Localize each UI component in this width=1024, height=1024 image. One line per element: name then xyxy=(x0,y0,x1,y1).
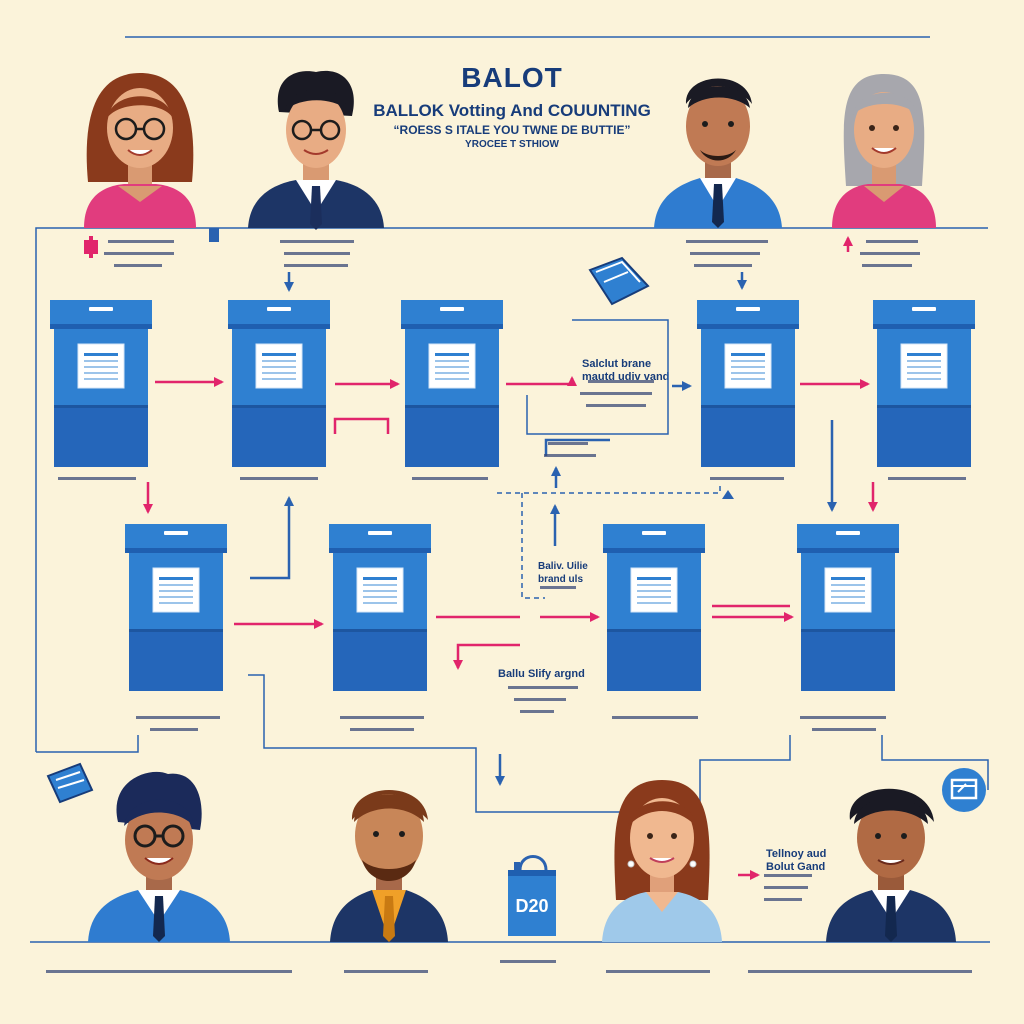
center-bracket xyxy=(544,438,610,456)
center-mid-note: Baliv. Uilie brand uls xyxy=(538,561,588,585)
ballot-box-r2-1 xyxy=(124,523,228,692)
hospital-cross-icon xyxy=(84,236,98,258)
bracket-2-3 xyxy=(333,417,390,434)
ballot-box-r1-5 xyxy=(872,299,976,468)
top xyxy=(602,892,722,942)
person-bottom-1 xyxy=(88,771,230,942)
person-top-2 xyxy=(248,70,384,230)
arrow-3-center xyxy=(506,376,577,386)
hair xyxy=(685,78,752,104)
center-low-note: Ballu Slify argnd xyxy=(498,668,585,680)
top xyxy=(84,184,196,228)
beard xyxy=(700,150,736,161)
face xyxy=(854,92,914,168)
person-bottom-2 xyxy=(330,789,448,942)
tie xyxy=(712,184,724,228)
top xyxy=(832,184,936,228)
pink-arrows xyxy=(143,236,878,880)
face xyxy=(630,798,694,878)
frame-bottom-left-line xyxy=(36,735,139,753)
ballot-box-r1-3 xyxy=(400,299,504,468)
arrow-up-left xyxy=(250,496,294,580)
ballot-circle-icon xyxy=(942,768,986,812)
triangle-marker xyxy=(722,490,734,499)
ballot-box-r1-4 xyxy=(696,299,800,468)
tie xyxy=(153,896,165,942)
arrow-r2-return xyxy=(453,643,520,670)
frame-bottom-right-line xyxy=(881,735,989,790)
ballot-box-r1-1 xyxy=(49,299,153,468)
page-tagline: “ROESS S ITALE YOU TWNE DE BUTTIE” xyxy=(393,123,631,137)
person-top-4 xyxy=(832,74,936,228)
face xyxy=(355,794,423,878)
person-top-1 xyxy=(84,73,196,228)
dashed-lines xyxy=(497,485,721,599)
person-top-3 xyxy=(654,78,782,228)
ballot-box-r1-2 xyxy=(227,299,331,468)
frame-bottom-center-line xyxy=(248,674,791,813)
blue-arrows xyxy=(250,272,837,786)
tie xyxy=(885,896,897,942)
ballot-box-r2-4 xyxy=(796,523,900,692)
tie xyxy=(310,186,322,230)
tie xyxy=(383,896,395,942)
person-bottom-3 xyxy=(602,780,722,942)
bottom-right-note: Tellnoy aud Bolut Gand xyxy=(766,848,827,873)
face xyxy=(857,798,925,878)
small-box-icon xyxy=(209,228,219,242)
ballot-bag-label: D20 xyxy=(515,896,548,916)
documents-icon xyxy=(46,762,94,804)
illegible-captions xyxy=(46,240,972,973)
center-info-frame xyxy=(526,319,669,435)
ballot-box-r2-3 xyxy=(602,523,706,692)
beard xyxy=(362,860,416,881)
person-bottom-4 xyxy=(826,788,956,942)
ballot-bag-icon: D20 xyxy=(508,855,556,936)
dashed-side xyxy=(521,493,545,599)
face xyxy=(686,86,750,166)
ballot-box-r2-2 xyxy=(328,523,432,692)
ballot-stack-icon xyxy=(588,256,650,306)
hair xyxy=(849,788,934,822)
section-label: YROCEE T STHIOW xyxy=(465,139,559,150)
page-title: BALOT xyxy=(461,62,563,93)
page-subtitle: BALLOK Votting And COUUNTING xyxy=(373,101,651,120)
dashed-top xyxy=(497,485,721,494)
face xyxy=(125,800,193,880)
